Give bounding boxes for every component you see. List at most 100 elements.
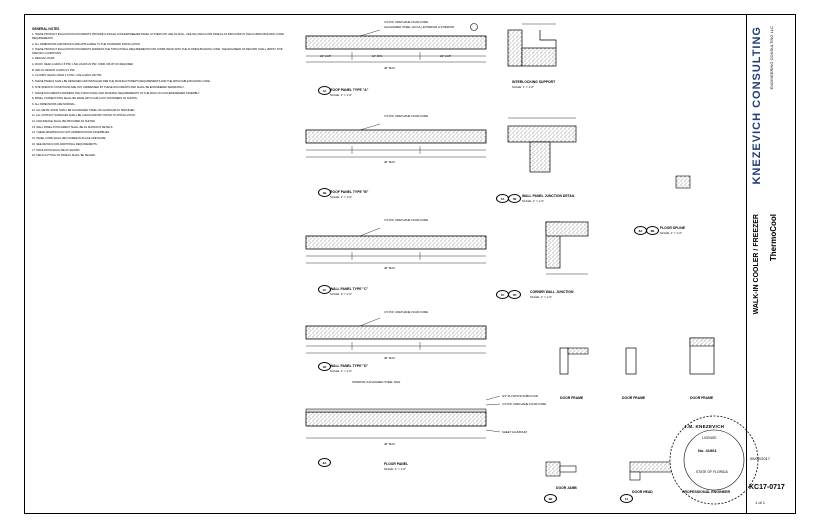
note-item: 11. ALL CONTACT SURFACES SHALL BE CLEAN …	[32, 114, 136, 118]
door-jamb-title: DOOR JAMB	[556, 486, 577, 490]
note-item: 17. INSULATION SHALL BE AS SHOWN.	[32, 148, 81, 152]
note-item: 4. DESIGN LOADS:	[32, 57, 56, 61]
date-value: 05/02/2017	[750, 456, 771, 461]
title-block: KNEZEVICH CONSULTING ENGINEERING CONSULT…	[746, 14, 796, 514]
detail-bubble: 7B	[508, 194, 521, 203]
detail-bubble: 1B	[318, 188, 331, 197]
detail-bubble: 8B	[646, 226, 659, 235]
note-item: 9. ALL DIMENSIONS ARE NOMINAL.	[32, 102, 76, 106]
sheet-number: 1 of 1	[755, 500, 766, 505]
seal-license: LICENSE	[702, 436, 717, 440]
detail-bubble: 1A	[318, 86, 331, 95]
panel-b-title: ROOF PANEL TYPE "B"	[330, 190, 369, 194]
door-frame-3-title: DOOR FRAME	[690, 396, 714, 400]
notes-list: 1. THESE PRODUCT EVALUATION DOCUMENTS PR…	[32, 33, 284, 157]
floor-note-2: 3/4" PLYWOOD SUBFLOOR	[502, 394, 538, 398]
floor-note-1: INTERIOR GALVANIZED STEEL SKIN	[352, 380, 401, 384]
note-item: C. FLOORS: DEAD LOADS 4.0 PSF; LIVE LOAD…	[32, 74, 102, 78]
panel-c-scale: SCALE: 1" = 1'-0"	[330, 292, 353, 296]
engineer-seal	[669, 415, 759, 505]
note-item: 8. PANEL CONNECTIONS SHALL BE MADE WITH …	[32, 97, 138, 101]
panel-a-seg2: 12" MIN.	[372, 54, 383, 58]
seal-state: STATE OF FLORIDA	[696, 470, 728, 474]
panel-b-scale: SCALE: 1" = 1'-0"	[330, 195, 353, 199]
project-title: WALK-IN COOLER / FREEZER	[753, 214, 760, 315]
interlock-scale: SCALE: 1" = 1'-0"	[512, 85, 535, 89]
interlock-title: INTERLOCKING SUPPORT	[512, 80, 556, 84]
panel-a-width: 48" MAX.	[384, 66, 396, 70]
panel-b-core-note: 3.5 PCF URETHANE FOAM CORE	[384, 114, 429, 118]
detail-bubble: 9B	[544, 494, 557, 503]
door-frame-1-title: DOOR FRAME	[560, 396, 584, 400]
note-item: 13. WALL PANEL ATTACHMENT SHALL BE AS SH…	[32, 125, 114, 129]
floor-note-4: SHEET ALUMINUM	[502, 430, 527, 434]
firm-subtitle: ENGINEERING CONSULTING LLC	[769, 26, 774, 90]
project-number: KC17-0717	[749, 484, 785, 491]
client-name: ThermoCool	[769, 214, 778, 262]
detail-bubble: 1C	[318, 285, 331, 294]
floor-panel-section	[305, 395, 501, 439]
seal-pe: PROFESSIONAL ENGINEER	[682, 490, 731, 494]
note-item: A. ROOF: DEAD LOADS 2.5 PSF; LIVE LOADS …	[32, 63, 134, 67]
door-jamb-head	[545, 461, 691, 481]
note-item: 16. SEE DETAILS FOR ADDITIONAL REQUIREME…	[32, 142, 98, 146]
note-item: 14. THESE DRAWINGS DO NOT ADDRESS DOOR A…	[32, 131, 110, 135]
panel-c-section	[305, 227, 487, 264]
corner-junction-scale: SCALE: 1" = 1'-0"	[530, 295, 553, 299]
note-item: 1. THESE PRODUCT EVALUATION DOCUMENTS PR…	[32, 33, 284, 40]
panel-c-width: 48" MAX.	[384, 266, 396, 270]
wall-junction-title: WALL PANEL JUNCTION DETAIL	[522, 194, 575, 198]
panel-c-title: WALL PANEL TYPE "C"	[330, 287, 369, 291]
panel-b-width: 48" MAX.	[384, 160, 396, 164]
corner-junction	[545, 221, 589, 275]
panel-d-scale: SCALE: 1" = 1'-0"	[330, 369, 353, 373]
floor-panel-scale: SCALE: 1" = 1'-0"	[384, 467, 407, 471]
door-frame-details	[559, 337, 715, 375]
corner-junction-title: CORNER WALL JUNCTION	[530, 290, 574, 294]
door-frame-2-title: DOOR FRAME	[622, 396, 646, 400]
note-item: 6. SITE SPECIFIC CONDITIONS ARE NOT ADDR…	[32, 85, 185, 89]
wall-junction	[507, 117, 577, 173]
note-item: 7. THESE DOCUMENTS ADDRESS THE STRUCTURA…	[32, 91, 200, 95]
panel-c-core-note: 3.5 PCF URETHANE FOAM CORE	[384, 218, 429, 222]
panel-a-seg3: 22" ±1/8"	[440, 54, 452, 58]
drawing-sheet	[24, 14, 796, 514]
detail-bubble: 11	[620, 494, 633, 503]
panel-a-scale: SCALE: 1" = 1'-0"	[330, 93, 353, 97]
panel-a-skin-note: GALVANIZED STEEL (26 GA.) EXTERIOR & INT…	[384, 25, 455, 29]
floor-spline-scale: SCALE: 1" = 1'-0"	[660, 231, 683, 235]
small-joint-detail	[675, 175, 691, 189]
note-item: 5. THESE PANELS SHALL BE DESIGNED AND IN…	[32, 80, 211, 84]
floor-panel-title: FLOOR PANEL	[384, 462, 409, 466]
panel-a-seg1: 22" ±1/8"	[320, 54, 332, 58]
note-item: 18. FIELD CUTTING OF PANELS SHALL BE SEA…	[32, 154, 96, 158]
note-item: B. WALLS: DESIGN LOADS 5.0 PSF	[32, 68, 75, 72]
panel-b-section	[305, 123, 487, 158]
note-item: 3. THESE PRODUCT EVALUATION DOCUMENTS AD…	[32, 48, 283, 55]
panel-d-width: 48" MAX.	[384, 356, 396, 360]
interlocking-support	[507, 23, 557, 67]
floor-panel-width: 48" MAX.	[384, 442, 396, 446]
general-notes: GENERAL NOTES 1. THESE PRODUCT EVALUATIO…	[32, 27, 284, 160]
note-item: 2. ALL DIMENSIONS AND DETAILS ARE APPLIC…	[32, 42, 141, 46]
note-item: 10. ALL METAL SKINS SHALL BE GALVANIZED …	[32, 108, 136, 112]
detail-bubble: 7D	[508, 290, 521, 299]
panel-d-title: WALL PANEL TYPE "D"	[330, 364, 369, 368]
floor-spline-title: FLOOR SPLINE	[660, 226, 686, 230]
detail-bubble: 9A	[318, 458, 331, 467]
panel-d-section	[305, 317, 487, 354]
note-item: 15. PANEL CORE SHALL BE FOAMED-IN-PLACE …	[32, 137, 107, 141]
panel-a-title: ROOF PANEL TYPE "A"	[330, 88, 369, 92]
notes-header: GENERAL NOTES	[32, 27, 60, 31]
seal-name: J.M. KNEZEVICH	[684, 424, 725, 429]
panel-a-section	[305, 23, 487, 63]
floor-note-3: 3.5 PCF URETHANE FOAM CORE	[502, 402, 547, 406]
note-item: 12. ANCHORAGE SHALL BE PROVIDED AS SHOWN…	[32, 120, 96, 124]
panel-a-core-note: 3.5 PCF URETHANE FOAM CORE	[384, 20, 429, 24]
detail-bubble: 1D	[318, 362, 331, 371]
door-head-title: DOOR HEAD	[632, 490, 653, 494]
wall-junction-scale: SCALE: 1" = 1'-0"	[522, 199, 545, 203]
firm-name: KNEZEVICH CONSULTING	[751, 26, 763, 185]
seal-number: No. 41961	[698, 448, 717, 453]
